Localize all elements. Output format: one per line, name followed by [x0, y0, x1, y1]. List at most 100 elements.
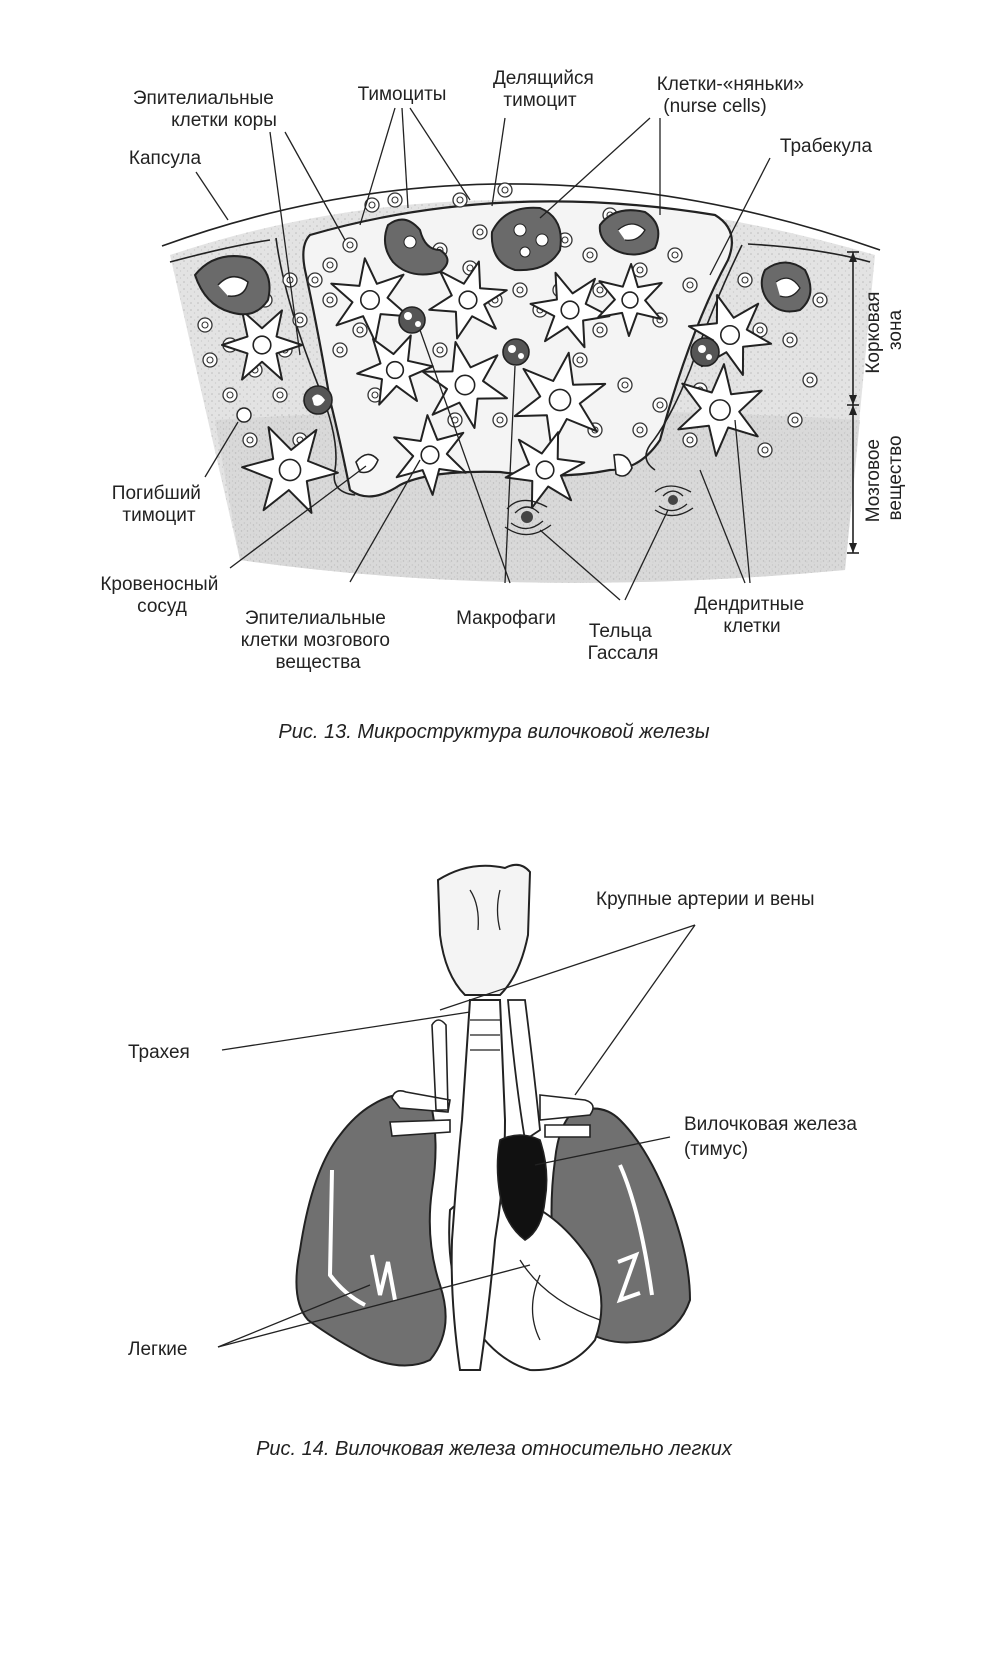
thymocyte-nucleus: [226, 391, 234, 399]
capsule-inner: [169, 239, 871, 263]
hassall-corpuscle: [504, 499, 552, 536]
arrow-up-icon: [849, 405, 857, 415]
macrophage-cell: [502, 338, 530, 366]
thymocyte-cell: [682, 277, 698, 293]
figure13-diagram: Эпителиальные клетки коры Тимоциты Делящ…: [100, 68, 906, 743]
cell-nucleus: [535, 460, 555, 480]
thymocyte-nucleus: [371, 391, 379, 399]
thymocyte-cell: [682, 432, 698, 448]
heart-vessels: [519, 1259, 601, 1341]
thymocyte-cell: [592, 322, 608, 338]
label-trabecula: Трабекула: [780, 136, 873, 157]
macrophage-cell: [690, 337, 720, 367]
label-medulla-zone: Мозговое вещество: [863, 434, 906, 522]
nurse-cells: [193, 206, 812, 536]
thymocyte-nucleus: [636, 426, 644, 434]
thymocyte-nucleus: [516, 286, 524, 294]
thymocyte-nucleus: [456, 196, 464, 204]
leader-lines-fig14: [217, 924, 696, 1348]
label-trachea: Трахея: [128, 1042, 190, 1063]
thymocyte-nucleus: [391, 196, 399, 204]
thymocyte-nucleus: [741, 276, 749, 284]
thymocyte-nucleus: [686, 281, 694, 289]
thymocyte-nucleus: [596, 286, 604, 294]
thymocyte-nucleus: [336, 346, 344, 354]
thymocyte-nucleus: [806, 376, 814, 384]
lung-highlight-left: [327, 1169, 366, 1307]
blood-vessel: [613, 453, 633, 477]
lung-highlight-right: [618, 1164, 654, 1296]
thymocyte-nucleus: [466, 264, 474, 272]
cell-nucleus: [359, 289, 381, 311]
thymocyte-cell: [617, 377, 633, 393]
cell-nucleus: [709, 399, 731, 421]
label-dendritic: Дендритные клетки: [695, 594, 810, 637]
thymocyte-nucleus: [656, 401, 664, 409]
label-epithelial-cortex: Эпителиальные клетки коры: [133, 88, 279, 131]
thymocyte-cell: [197, 317, 213, 333]
thymocyte-cell: [497, 182, 513, 198]
left-vessel-branch: [389, 1019, 451, 1137]
thymocyte-cell: [512, 282, 528, 298]
thymocyte-cell: [364, 197, 380, 213]
thymocyte-cell: [787, 412, 803, 428]
cell-nucleus: [420, 445, 440, 465]
arrow-up-icon: [849, 252, 857, 262]
thymocyte-cells: [197, 182, 828, 478]
thymus-gland: [496, 1134, 548, 1241]
thymocyte-cell: [492, 412, 508, 428]
thymocyte-nucleus: [621, 381, 629, 389]
epithelial-star-cells: [221, 257, 773, 514]
thymocyte-nucleus: [346, 241, 354, 249]
thymocyte-cell: [652, 397, 668, 413]
label-hassall: Тельца Гассаля: [588, 621, 659, 664]
thymocyte-nucleus: [671, 251, 679, 259]
thymocyte-nucleus: [636, 266, 644, 274]
blood-vessel: [355, 453, 379, 474]
cell-nucleus: [385, 360, 405, 380]
label-thymus: Вилочковая железа (тимус): [684, 1114, 862, 1160]
arrow-down-icon: [849, 543, 857, 553]
thymocyte-cell: [387, 192, 403, 208]
hassall-corpuscle: [654, 485, 694, 517]
larynx-detail: [469, 889, 501, 931]
label-lungs: Легкие: [128, 1339, 187, 1360]
thymocyte-cell: [322, 292, 338, 308]
label-nurse-cells: Клетки-«няньки» (nurse cells): [657, 74, 810, 117]
thymocyte-cell: [307, 272, 323, 288]
lung-mark-right: [616, 1251, 641, 1304]
cell-nucleus: [621, 291, 639, 309]
thymocyte-nucleus: [501, 186, 509, 194]
thymocyte-cell: [667, 247, 683, 263]
thymocyte-cell: [222, 387, 238, 403]
thymocyte-nucleus: [596, 326, 604, 334]
thymocyte-cell: [432, 342, 448, 358]
label-epithelial-medulla: Эпителиальные клетки мозгового вещества: [241, 608, 395, 673]
caption-figure14: Рис. 14. Вилочковая железа относительно …: [256, 1438, 733, 1460]
thymocyte-nucleus: [686, 436, 694, 444]
thymocyte-nucleus: [436, 346, 444, 354]
thymocyte-nucleus: [561, 236, 569, 244]
thymocyte-cell: [272, 387, 288, 403]
label-arteries-veins: Крупные артерии и вены: [596, 889, 815, 910]
thymocyte-cell: [632, 422, 648, 438]
cell-nucleus: [548, 388, 572, 412]
thymocyte-cell: [582, 247, 598, 263]
figure14-diagram: Крупные артерии и вены Трахея Вилочковая…: [128, 863, 862, 1460]
thymocyte-cell: [342, 237, 358, 253]
nurse-cell: [383, 218, 449, 276]
larynx: [436, 863, 532, 996]
label-capsule: Капсула: [129, 148, 202, 169]
trachea-rings: [470, 1019, 500, 1051]
thymocyte-nucleus: [296, 316, 304, 324]
caption-figure13: Рис. 13. Микроструктура вилочковой желез…: [278, 721, 709, 743]
label-dividing-thymocyte: Делящийся тимоцит: [493, 68, 599, 111]
label-blood-vessel: Кровеносный сосуд: [100, 574, 223, 617]
thymocyte-cell: [322, 257, 338, 273]
great-vessels: [507, 999, 541, 1142]
capsule: [161, 183, 881, 251]
thymocyte-nucleus: [761, 446, 769, 454]
label-macrophages: Макрофаги: [456, 608, 556, 629]
right-vessel-branch: [539, 1094, 594, 1138]
